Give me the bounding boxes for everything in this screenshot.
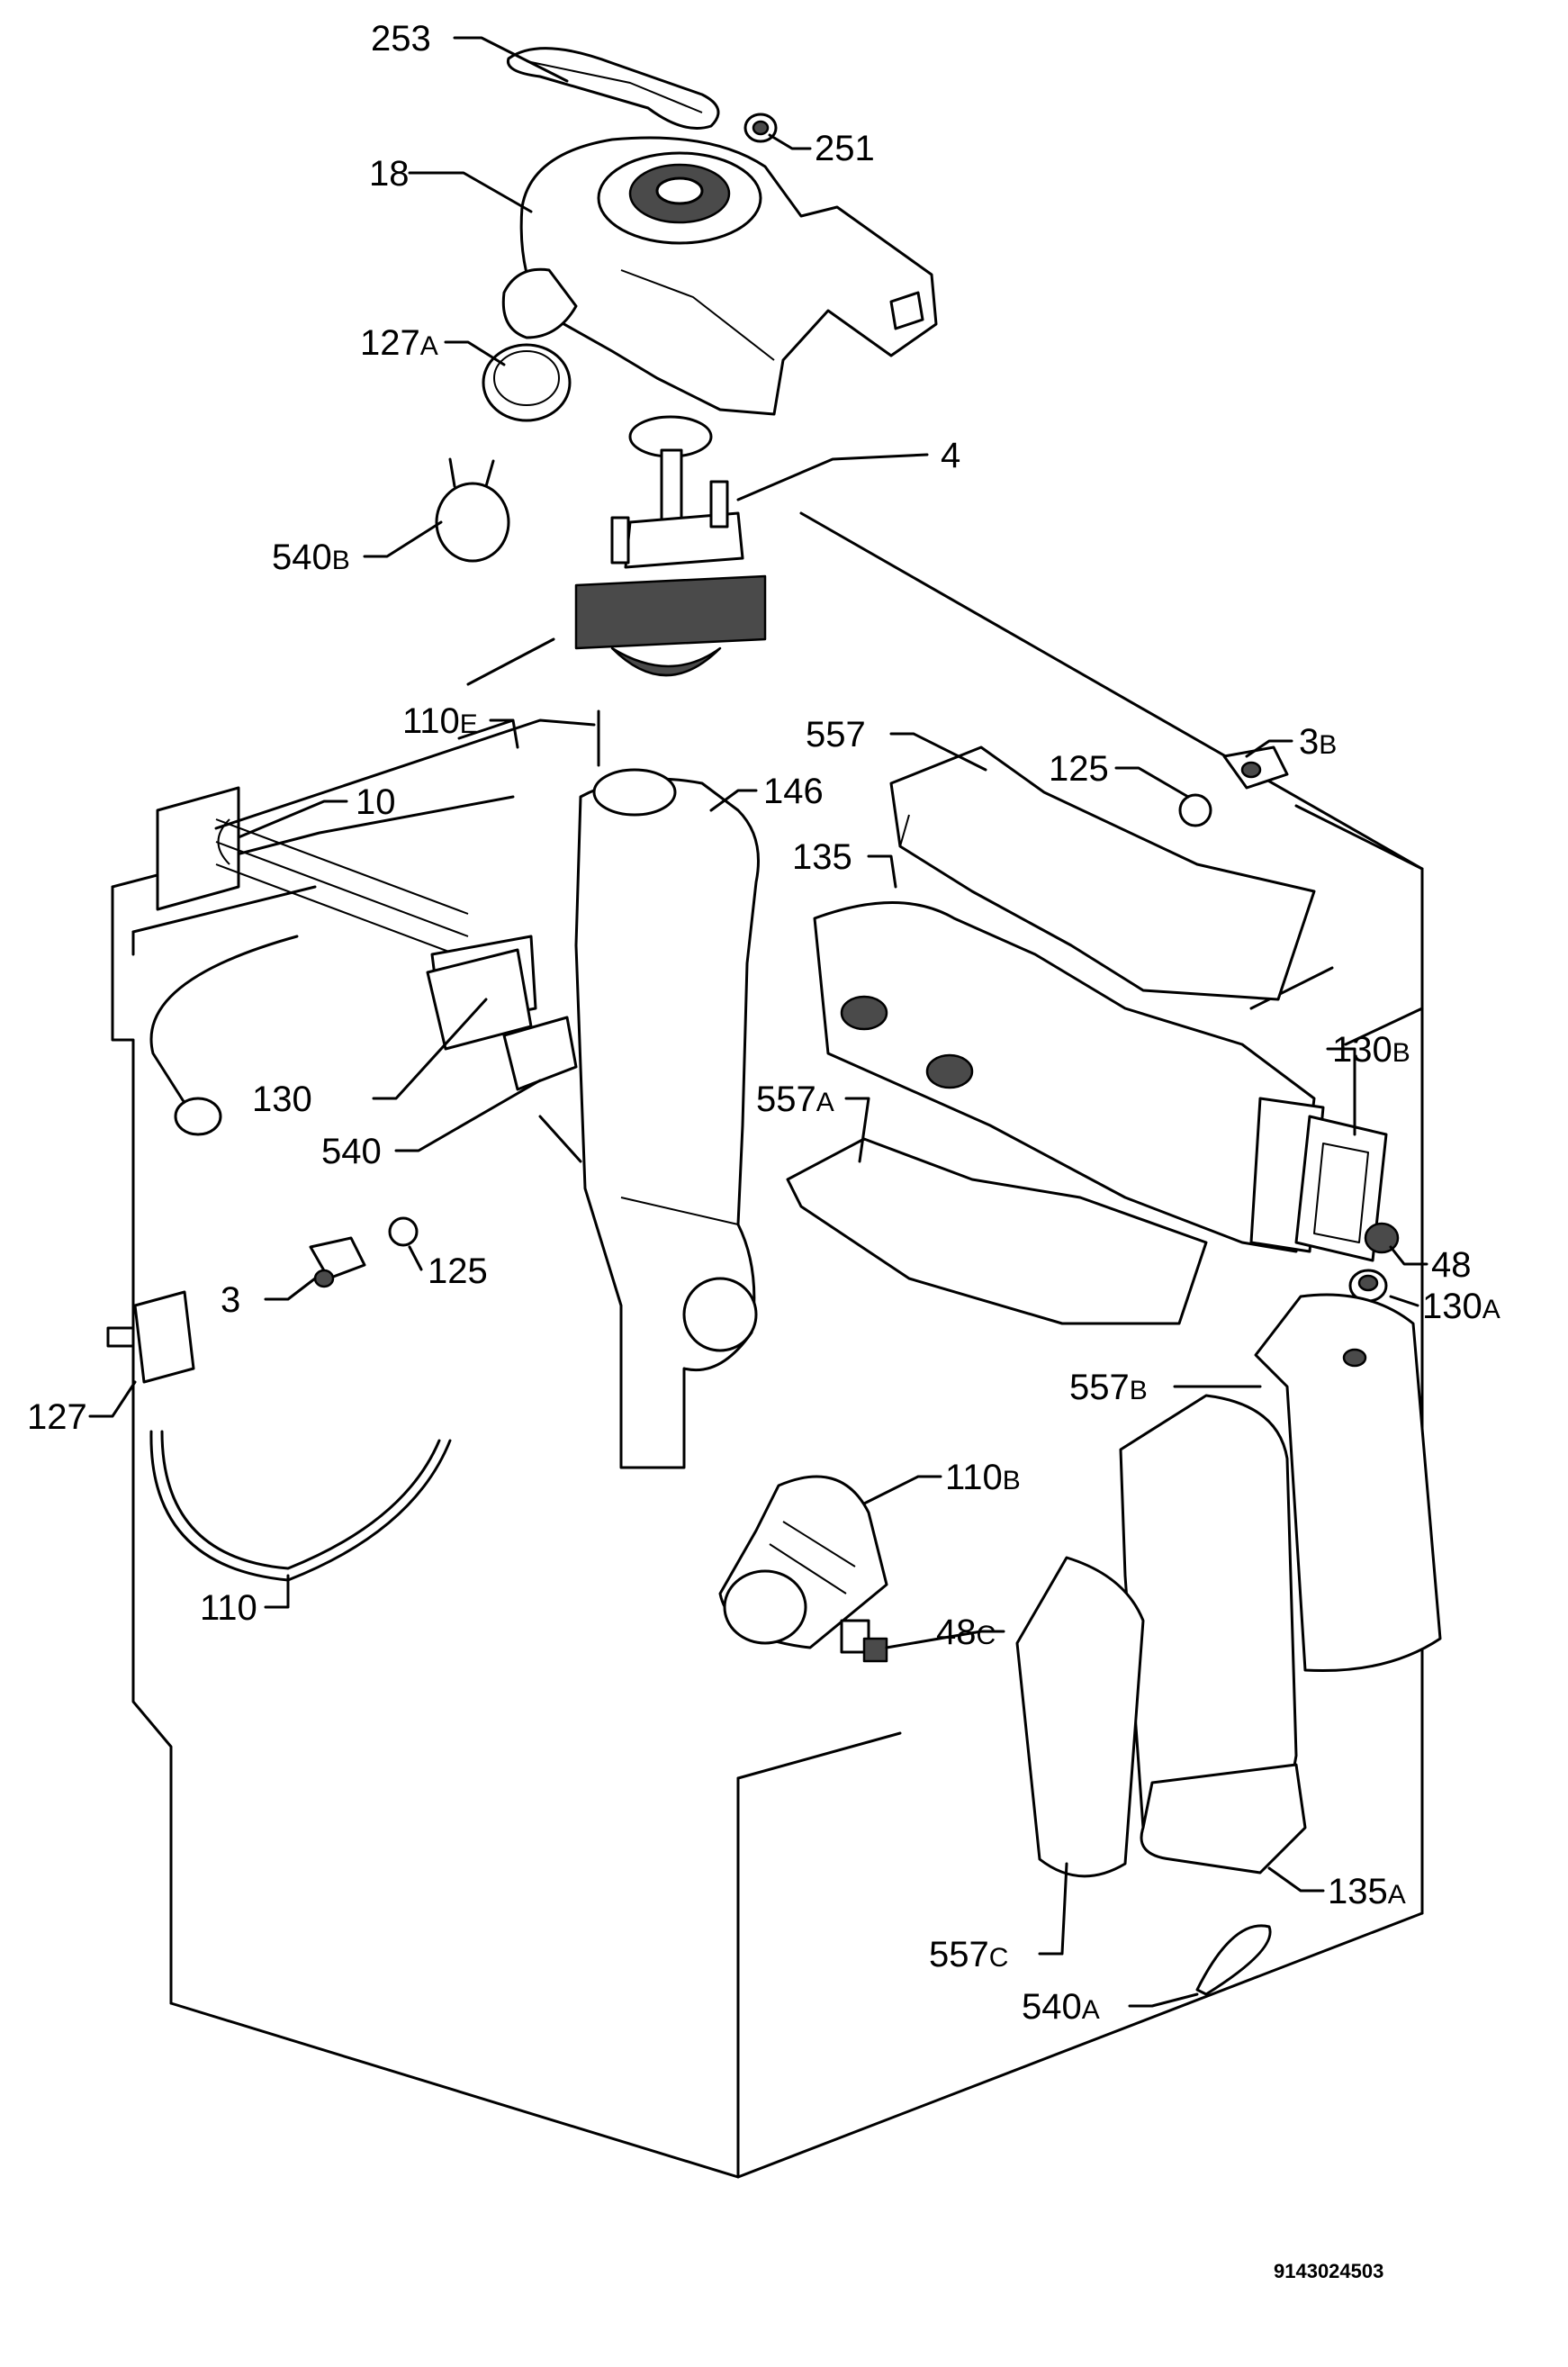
label-540a: 540A [1022, 1987, 1100, 2027]
pulley-251 [743, 113, 778, 143]
cabinet-outline [111, 511, 1424, 2179]
label-127a: 127A [360, 323, 438, 363]
label-125-top: 125 [1049, 749, 1109, 789]
o-ring-125-top [1178, 793, 1212, 827]
label-110b: 110B [945, 1458, 1021, 1497]
fan-housing-18 [501, 136, 938, 416]
o-ring-125 [388, 1216, 419, 1247]
label-110e: 110E [402, 701, 478, 741]
cover-557b [1119, 1293, 1442, 1857]
leader-lines [88, 36, 1428, 2008]
label-557b: 557B [1069, 1368, 1148, 1407]
label-130: 130 [252, 1080, 312, 1119]
cover-557 [889, 745, 1316, 1001]
label-3b: 3B [1299, 722, 1337, 762]
label-125: 125 [428, 1251, 488, 1291]
cover-557c [1015, 1556, 1145, 1878]
label-127: 127 [27, 1397, 87, 1437]
label-48c: 48C [936, 1613, 996, 1652]
air-duct-146 [574, 768, 760, 1469]
label-130a: 130A [1422, 1287, 1500, 1326]
cover-557a [786, 1137, 1208, 1325]
label-10: 10 [356, 782, 396, 822]
label-540b: 540B [272, 538, 350, 577]
hose-clamp-540b [435, 457, 510, 563]
part-labels: 253 251 18 127A 4 540B 110E 10 146 557 1… [27, 19, 1500, 2027]
hose-ring-127a [482, 343, 572, 422]
label-135: 135 [792, 837, 852, 877]
label-18: 18 [369, 154, 410, 194]
label-253: 253 [371, 19, 431, 59]
label-3: 3 [221, 1280, 240, 1320]
label-110: 110 [200, 1588, 257, 1628]
label-135a: 135A [1328, 1872, 1406, 1911]
drive-belt-253 [506, 47, 720, 130]
label-557c: 557C [929, 1935, 1008, 1974]
label-557a: 557A [756, 1080, 834, 1119]
label-540: 540 [321, 1132, 382, 1171]
fan-motor-4 [574, 415, 767, 677]
clip-540a [1195, 1924, 1272, 1996]
label-146: 146 [763, 772, 824, 811]
tube-110 [149, 1430, 452, 1582]
label-251: 251 [815, 129, 875, 168]
label-4: 4 [941, 436, 960, 475]
label-130b: 130B [1332, 1030, 1410, 1070]
grommet-130a [1348, 1269, 1388, 1303]
seal-540 [502, 1016, 578, 1091]
label-557: 557 [806, 715, 866, 754]
gasket-130b [1294, 1115, 1388, 1262]
thermostat-3 [309, 1236, 366, 1288]
connector-48c [840, 1619, 888, 1663]
duct-135a [1140, 1763, 1307, 1875]
valve-127 [106, 1290, 195, 1384]
label-48: 48 [1431, 1245, 1472, 1285]
thermostat-3b [1222, 745, 1289, 790]
document-number: 9143024503 [1274, 2260, 1383, 2282]
plug-48 [1364, 1222, 1400, 1254]
bellows-110b [718, 1475, 888, 1649]
condenser-135 [813, 901, 1325, 1253]
